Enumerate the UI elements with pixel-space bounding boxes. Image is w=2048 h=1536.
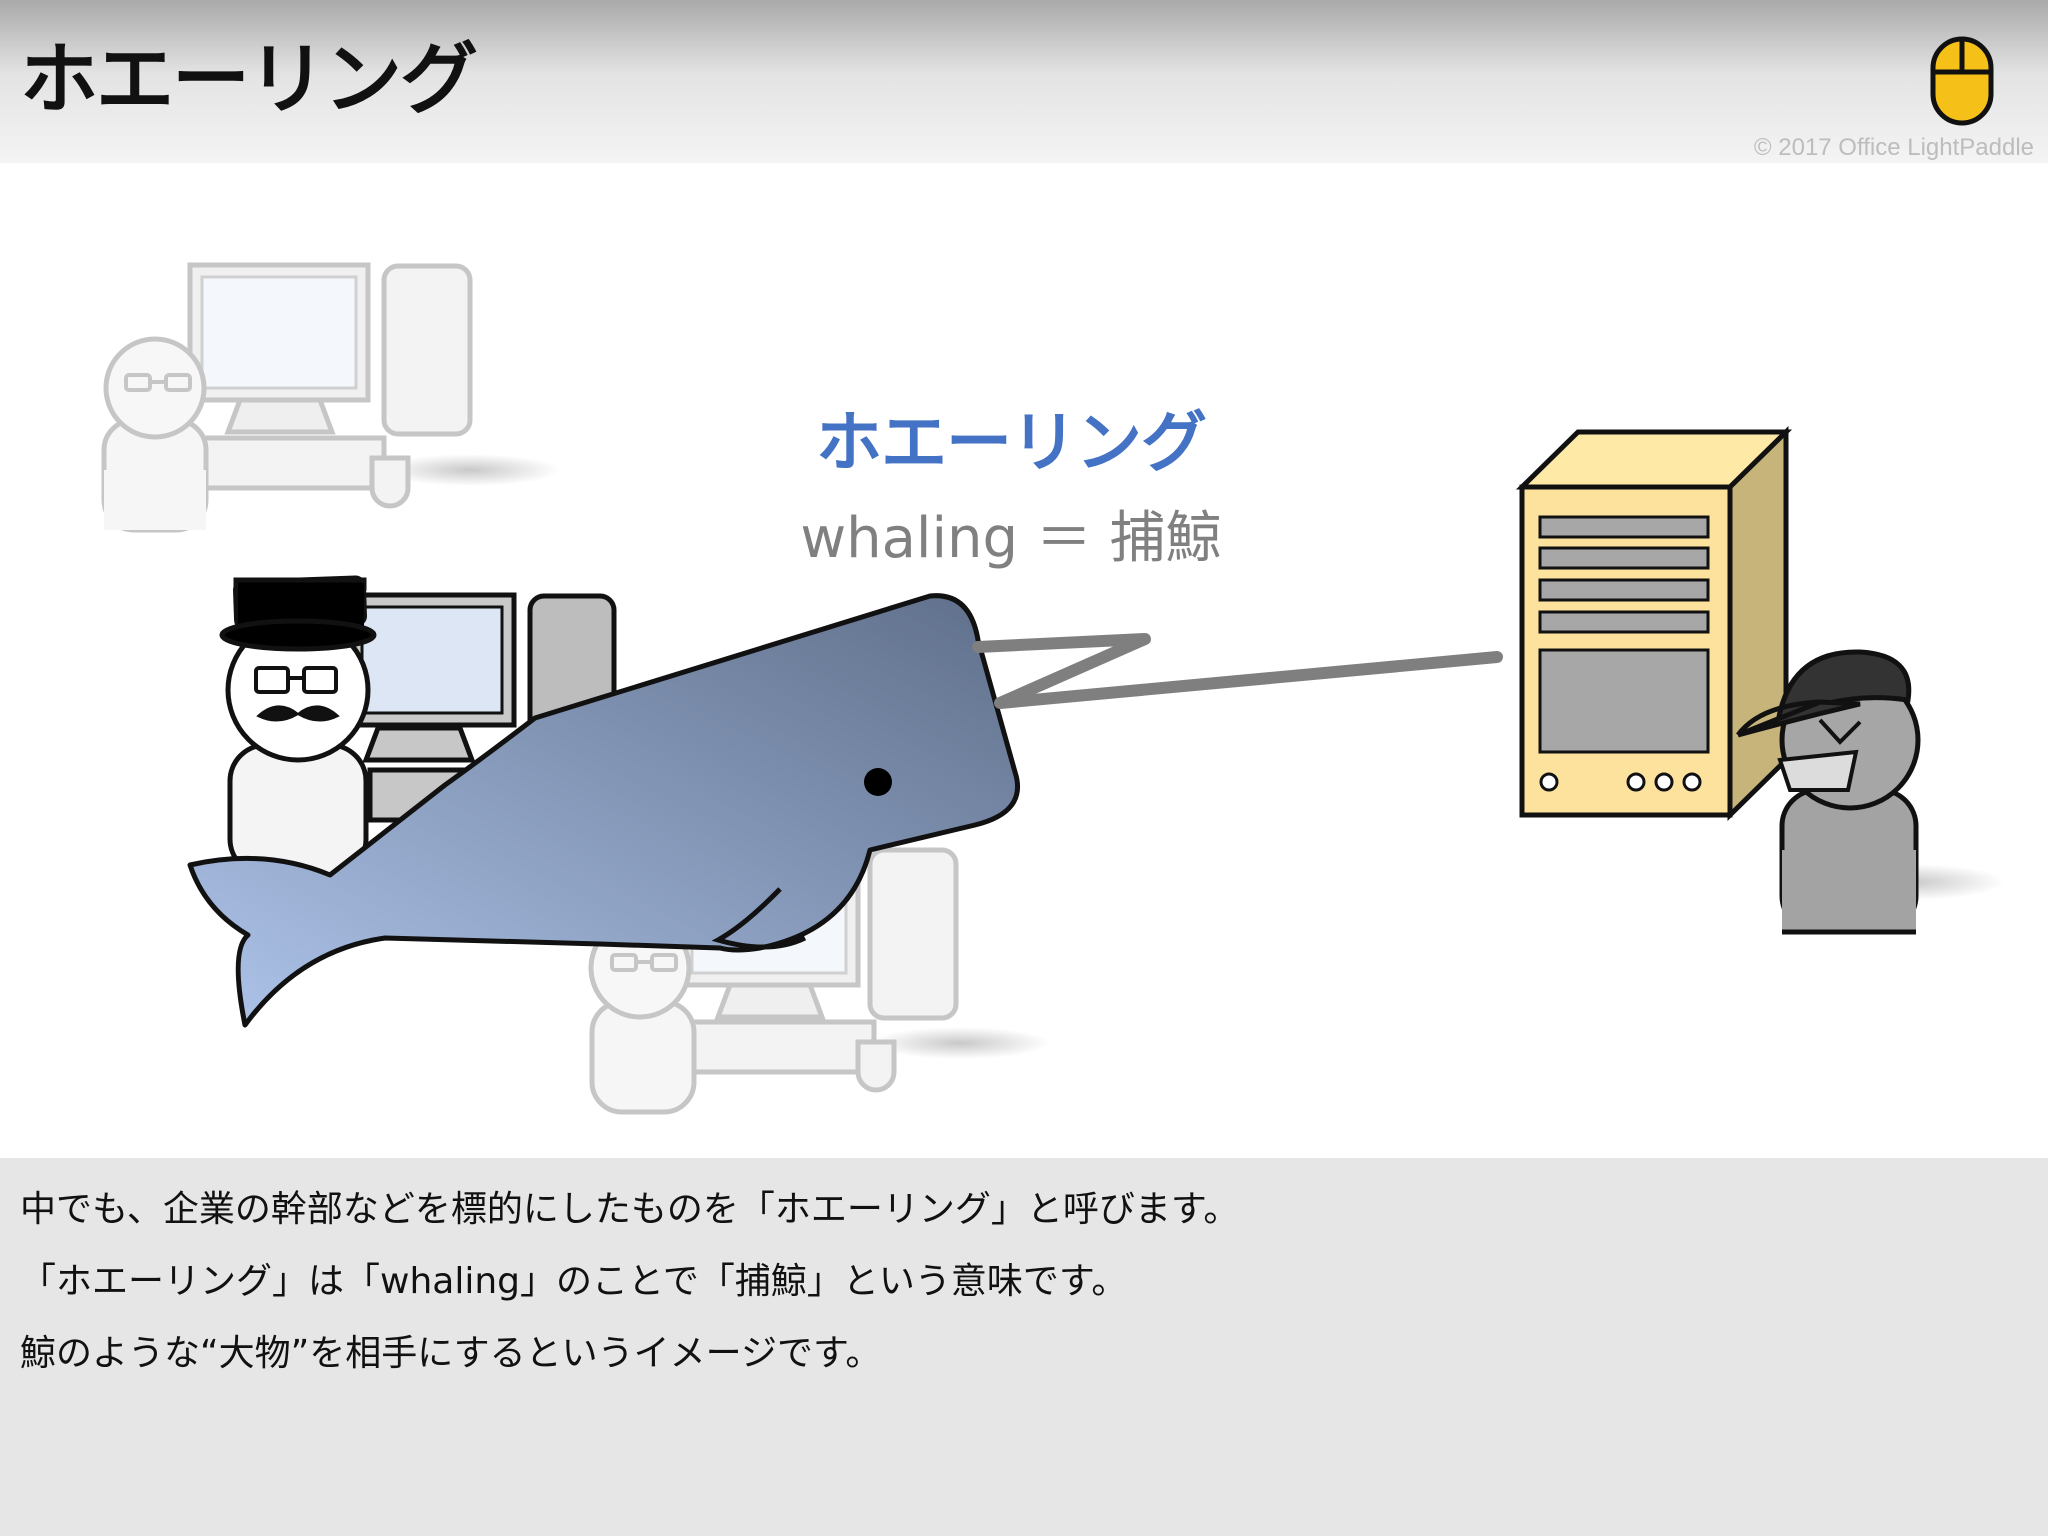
- lightning-bolt-icon: [972, 633, 1503, 709]
- attacker-icon: [1735, 649, 2005, 935]
- mouse-icon: [1930, 36, 1994, 126]
- description-line-1: 中でも、企業の幹部などを標的にしたものを「ホエーリング」と呼びます。: [20, 1189, 1240, 1230]
- description-line-3: 鯨のような“大物”を相手にするというイメージです。: [20, 1333, 882, 1374]
- page-title: ホエーリング: [20, 35, 478, 125]
- description-line-2: 「ホエーリング」は「whaling」のことで「捕鯨」という意味です。: [20, 1261, 1128, 1302]
- whale-icon: [187, 593, 1021, 1028]
- description-panel: 中でも、企業の幹部などを標的にしたものを「ホエーリング」と呼びます。 「ホエーリ…: [0, 1158, 2048, 1536]
- whaling-diagram: ホエーリング whaling ＝ 捕鯨: [0, 163, 2048, 1158]
- header-bar: ホエーリング © 2017 Office LightPaddle: [0, 0, 2048, 163]
- copyright-text: © 2017 Office LightPaddle: [1753, 134, 2034, 161]
- employee-pc-icon: [101, 262, 560, 533]
- diagram-subtitle: whaling ＝ 捕鯨: [800, 506, 1222, 571]
- diagram-canvas: [101, 262, 2005, 1115]
- server-icon: [1515, 426, 1793, 821]
- diagram-title: ホエーリング: [816, 404, 1207, 481]
